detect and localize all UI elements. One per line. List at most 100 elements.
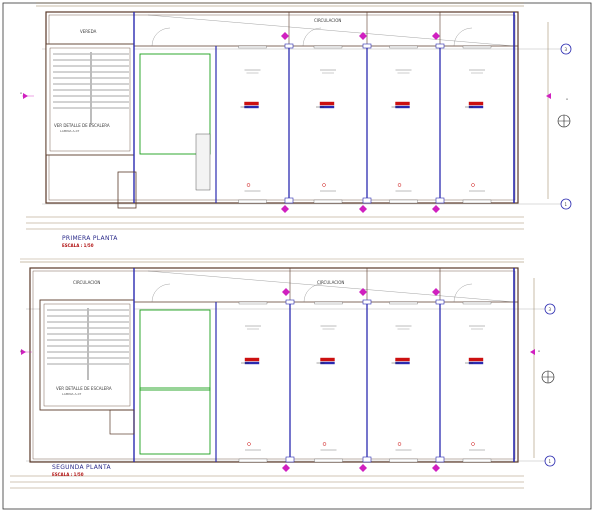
magenta-marker	[432, 464, 440, 472]
door-swing	[151, 283, 171, 303]
stair-detail-sub-first: LAMINA A-07	[60, 129, 79, 133]
stair-inner	[49, 47, 131, 152]
magenta-marker	[359, 32, 367, 40]
section-mark-second-right: A	[538, 349, 541, 353]
circulation-label-first: CIRCULACION	[314, 18, 341, 23]
svg-text:1: 1	[565, 202, 568, 207]
column-foot	[284, 197, 294, 204]
magenta-marker	[281, 205, 289, 213]
section-arrow	[546, 93, 551, 99]
svg-text:3: 3	[565, 47, 568, 52]
window	[389, 199, 418, 204]
furniture-symbol	[468, 101, 484, 106]
window	[238, 45, 267, 49]
door-swing	[453, 27, 473, 47]
column-head	[285, 299, 295, 305]
furniture-symbol	[319, 101, 335, 106]
column-head	[362, 43, 372, 49]
window	[462, 199, 492, 204]
magenta-marker	[359, 205, 367, 213]
magenta-marker	[432, 32, 440, 40]
furniture-symbol	[320, 357, 335, 362]
door-swing	[151, 27, 171, 47]
section-mark-first-right: A	[566, 97, 569, 101]
column-foot	[362, 456, 372, 463]
furniture-symbol	[244, 101, 259, 106]
section-mark-second-left: A	[20, 349, 23, 353]
magenta-marker	[282, 288, 290, 296]
stair-block	[45, 43, 135, 156]
svg-text:A: A	[538, 349, 541, 353]
light-point	[471, 442, 475, 446]
inner-wall-line	[32, 270, 516, 460]
window	[313, 199, 343, 204]
window	[238, 301, 268, 305]
light-point	[247, 442, 251, 446]
stair-detail-note-first: VER DETALLE DE ESCALERA	[54, 123, 110, 128]
plan-title-second: SEGUNDA PLANTA	[52, 464, 111, 471]
plan-scale-first: ESCALA : 1/50	[62, 243, 94, 248]
light-point	[246, 183, 251, 187]
plan-title-first: PRIMERA PLANTA	[62, 235, 118, 242]
window	[314, 301, 343, 305]
north-arrow-cross	[558, 115, 570, 127]
outer-wall	[29, 267, 519, 463]
kitchen-counter	[195, 133, 211, 191]
furniture-symbol	[244, 357, 260, 362]
door-swing	[453, 283, 473, 303]
window	[462, 301, 492, 305]
furniture-symbol	[395, 357, 410, 362]
stair-detail-sub-second: LAMINA A-07	[62, 392, 81, 396]
magenta-marker	[281, 32, 289, 40]
service-room	[139, 309, 211, 391]
stair-inner	[43, 303, 131, 407]
light-point	[322, 442, 327, 446]
section-arrow	[530, 349, 535, 355]
svg-text:A: A	[20, 349, 23, 353]
column-head	[284, 43, 294, 49]
plan-scale-second: ESCALA : 1/50	[52, 472, 84, 477]
door-swing	[303, 283, 323, 303]
window	[389, 458, 418, 463]
furniture-symbol	[468, 357, 484, 362]
column-foot	[435, 456, 445, 463]
circulation-label-second-left: CIRCULACION	[73, 280, 100, 285]
magenta-marker	[432, 288, 440, 296]
axis-bubble-1-second: 1	[544, 455, 556, 467]
svg-text:A: A	[566, 97, 569, 101]
window	[314, 458, 343, 463]
window	[238, 199, 267, 204]
column-foot	[362, 197, 372, 204]
window	[462, 45, 492, 49]
lower-service-room	[139, 387, 211, 455]
section-mark-first-left: A	[20, 91, 23, 95]
annex-block	[117, 171, 137, 209]
column-head	[435, 43, 445, 49]
furniture-symbol	[395, 101, 410, 106]
window	[238, 458, 268, 463]
magenta-marker	[359, 464, 367, 472]
column-head	[435, 299, 445, 305]
column-head	[362, 299, 372, 305]
window	[462, 458, 492, 463]
magenta-marker	[359, 288, 367, 296]
magenta-marker	[432, 205, 440, 213]
svg-text:3: 3	[549, 307, 552, 312]
floor-plan-second	[10, 258, 555, 489]
service-room	[139, 53, 211, 155]
door-swing	[302, 27, 322, 47]
axis-bubble-3-first: 3	[560, 43, 572, 55]
window	[389, 45, 418, 49]
svg-text:A: A	[20, 91, 23, 95]
axis-bubble-1-first: 1	[560, 198, 572, 210]
circulation-label-second: CIRCULACION	[317, 280, 344, 285]
light-point	[471, 183, 475, 187]
stair-block	[39, 299, 135, 411]
light-point	[397, 183, 402, 187]
column-foot	[285, 456, 295, 463]
window	[389, 301, 418, 305]
stair-label-first: VEREDA	[80, 29, 97, 34]
stair-landing	[109, 409, 135, 435]
magenta-marker	[282, 464, 290, 472]
light-point	[397, 442, 402, 446]
